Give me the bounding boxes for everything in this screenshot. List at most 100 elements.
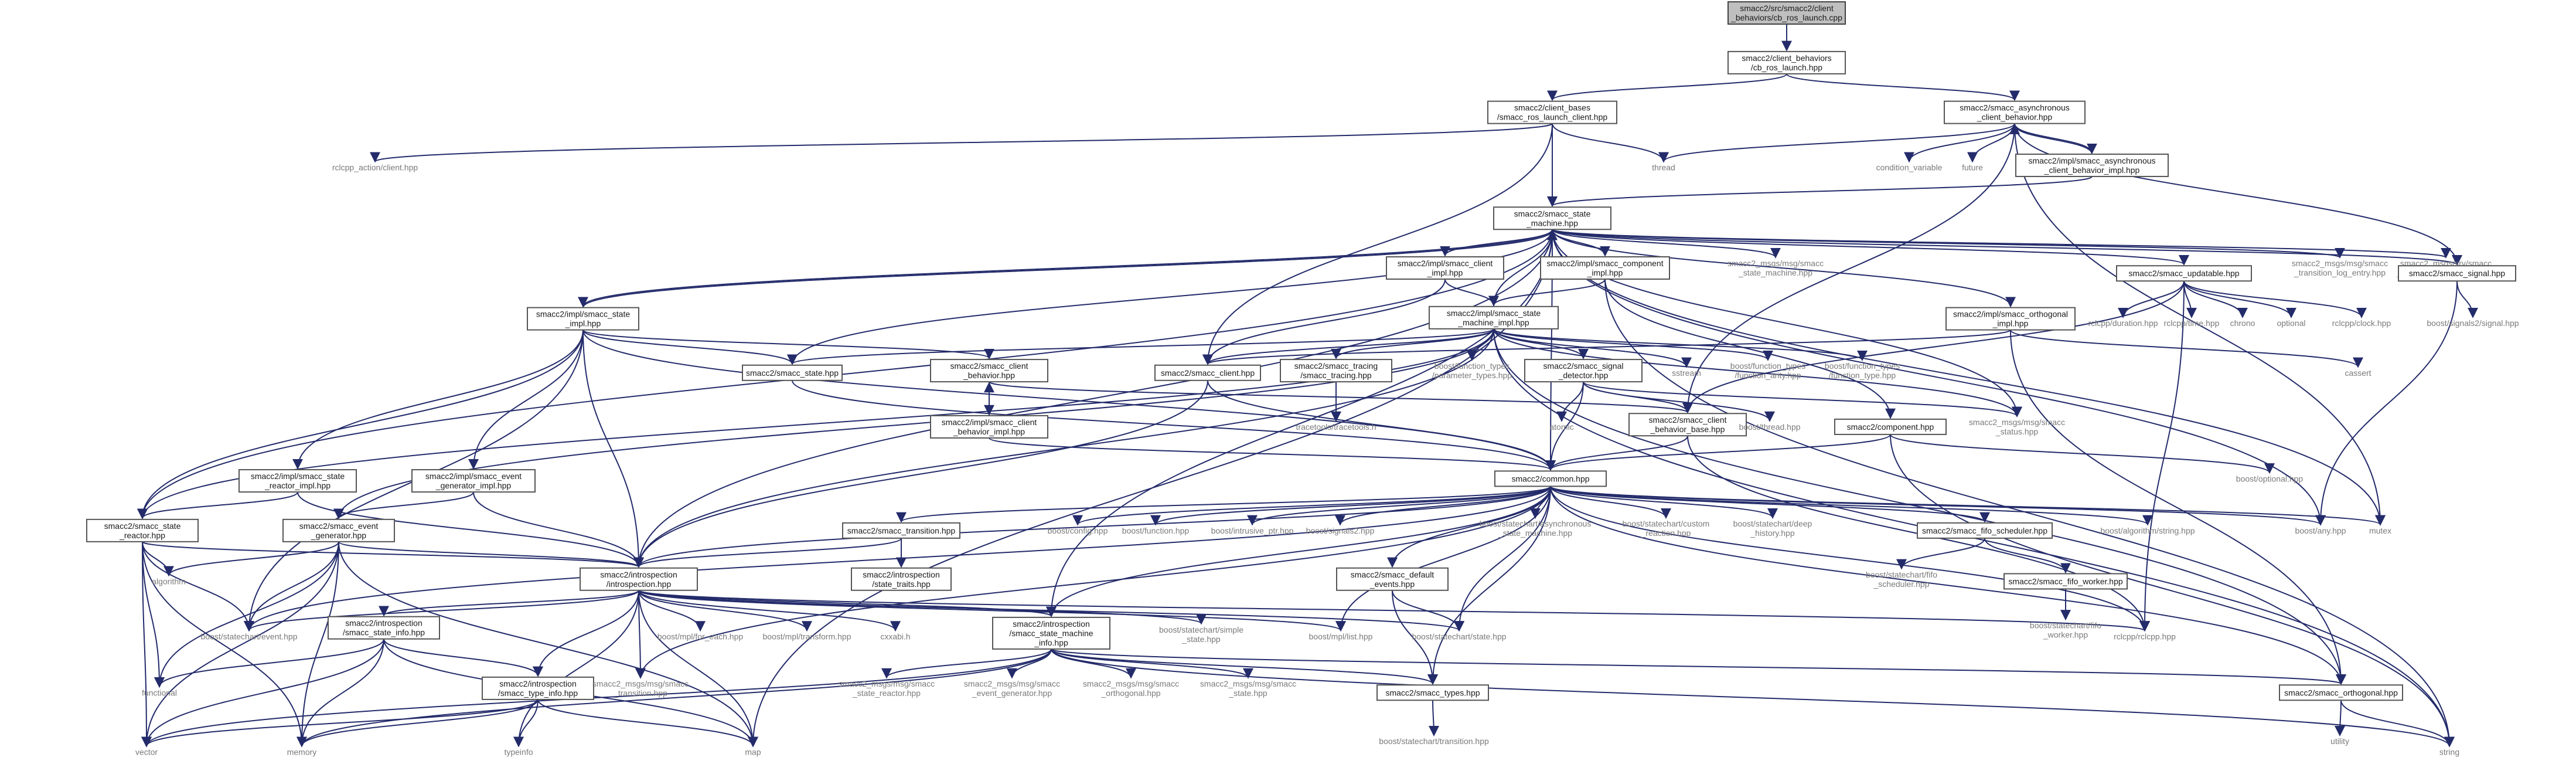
node-box[interactable] [1727, 50, 1846, 74]
node-box[interactable] [328, 616, 440, 640]
node-rclcpp-action-client: rclcpp_action/client.hpp [332, 163, 418, 172]
node-box[interactable] [411, 469, 536, 493]
node-smacc-signal[interactable]: smacc2/smacc_signal.hpp [2398, 265, 2516, 282]
node-box[interactable] [1280, 359, 1392, 383]
node-state-traits[interactable]: smacc2/introspection/state_traits.hpp [851, 567, 952, 591]
edge-smacc_signal_detector-to-msg_status [1583, 381, 2022, 417]
node-component[interactable]: smacc2/component.hpp [1834, 418, 1947, 435]
node-smacc-orthogonal[interactable]: smacc2/smacc_orthogonal.hpp [2279, 684, 2403, 701]
node-common[interactable]: smacc2/common.hpp [1494, 470, 1607, 487]
node-smacc-default-events[interactable]: smacc2/smacc_default_events.hpp [1336, 567, 1449, 591]
node-box[interactable] [86, 518, 199, 542]
node-box[interactable] [2015, 153, 2169, 177]
node-box[interactable] [527, 307, 639, 331]
node-smacc-state-reactor-impl[interactable]: smacc2/impl/smacc_state_reactor_impl.hpp [238, 469, 357, 493]
edge-smacc_state_machine-to-smacc_state_machine_info [1046, 229, 1553, 617]
node-smacc-state-machine-info[interactable]: smacc2/introspection/smacc_state_machine… [992, 616, 1110, 650]
node-box[interactable] [1945, 307, 2076, 331]
edge-smacc_state_impl-to-smacc_state_reactor [137, 330, 584, 519]
node-smacc-state-info[interactable]: smacc2/introspection/smacc_state_info.hp… [328, 616, 440, 640]
node-smacc-tracing[interactable]: smacc2/smacc_tracing/smacc_tracing.hpp [1280, 359, 1392, 383]
node-box[interactable] [1834, 418, 1947, 435]
edge-smacc_state_impl-to-smacc_client_behavior [582, 329, 994, 359]
node-label: boost/any.hpp [2295, 526, 2346, 535]
node-label-line: smacc2/impl/smacc_component [1546, 259, 1663, 268]
node-box[interactable] [482, 676, 594, 700]
node-box[interactable] [1727, 1, 1846, 25]
node-label: smacc2/smacc_fifo_scheduler.hpp [1922, 526, 2047, 535]
node-optional: optional [2277, 318, 2305, 328]
node-introspection[interactable]: smacc2/introspection/introspection.hpp [580, 567, 698, 591]
node-smacc-client-behavior[interactable]: smacc2/smacc_client_behavior.hpp [930, 359, 1048, 383]
edge-common-to-boost_function [1150, 485, 1551, 526]
node-label-line: rclcpp/duration.hpp [2088, 318, 2158, 328]
node-smacc-type-info[interactable]: smacc2/introspection/smacc_type_info.hpp [482, 676, 594, 700]
node-box[interactable] [1524, 359, 1643, 383]
node-smacc-ros-launch-client[interactable]: smacc2/client_bases/smacc_ros_launch_cli… [1487, 100, 1617, 124]
node-smacc-client-impl[interactable]: smacc2/impl/smacc_client_impl.hpp [1386, 256, 1504, 280]
node-box[interactable] [1540, 256, 1670, 280]
node-smacc-async-cb-impl[interactable]: smacc2/impl/smacc_asynchronous_client_be… [2015, 153, 2169, 177]
node-smacc-transition[interactable]: smacc2/smacc_transition.hpp [842, 522, 960, 539]
node-label-line: smacc2_msgs/msg/smacc [839, 679, 935, 688]
node-label-line: _impl.hpp [1427, 268, 1463, 277]
node-box[interactable] [2003, 573, 2128, 590]
node-box[interactable] [1386, 256, 1504, 280]
node-box[interactable] [742, 364, 843, 381]
node-smacc-event-generator-impl[interactable]: smacc2/impl/smacc_event_generator_impl.h… [411, 469, 536, 493]
node-label-line: smacc2/smacc_client [1648, 415, 1726, 425]
node-smacc-state-reactor[interactable]: smacc2/smacc_state_reactor.hpp [86, 518, 199, 542]
edge-smacc_signal_detector-to-common [1545, 382, 1584, 471]
node-label-line: _behaviors/cb_ros_launch.cpp [1730, 13, 1842, 22]
node-box[interactable] [930, 359, 1048, 383]
node-label-line: boost/function_types [1825, 361, 1900, 371]
node-box[interactable] [2116, 265, 2252, 282]
node-smacc-fifo-scheduler[interactable]: smacc2/smacc_fifo_scheduler.hpp [1917, 522, 2053, 539]
node-smacc-orthogonal-impl[interactable]: smacc2/impl/smacc_orthogonal_impl.hpp [1945, 307, 2076, 331]
node-smacc-signal-detector[interactable]: smacc2/smacc_signal_detector.hpp [1524, 359, 1643, 383]
node-smacc-fifo-worker[interactable]: smacc2/smacc_fifo_worker.hpp [2003, 573, 2128, 590]
node-label-line: optional [2277, 318, 2305, 328]
node-box[interactable] [2398, 265, 2516, 282]
node-box[interactable] [1336, 567, 1449, 591]
node-box[interactable] [1628, 413, 1747, 437]
node-box[interactable] [1376, 684, 1489, 701]
node-smacc-client-behavior-base[interactable]: smacc2/smacc_client_behavior_base.hpp [1628, 413, 1747, 437]
node-box[interactable] [1494, 470, 1607, 487]
node-smacc-updatable[interactable]: smacc2/smacc_updatable.hpp [2116, 265, 2252, 282]
node-smacc-async-cb[interactable]: smacc2/smacc_asynchronous_client_behavio… [1944, 100, 2086, 124]
node-smacc-types[interactable]: smacc2/smacc_types.hpp [1376, 684, 1489, 701]
node-box[interactable] [580, 567, 698, 591]
node-box[interactable] [992, 616, 1110, 650]
node-cxxabi: cxxabi.h [880, 631, 910, 641]
node-smacc-event-generator[interactable]: smacc2/smacc_event_generator.hpp [282, 518, 395, 542]
node-smacc-component-impl[interactable]: smacc2/impl/smacc_component_impl.hpp [1540, 256, 1670, 280]
node-smacc-client-behavior-impl[interactable]: smacc2/impl/smacc_client_behavior_impl.h… [930, 415, 1048, 439]
node-label: optional [2277, 318, 2305, 328]
node-smacc-state-impl[interactable]: smacc2/impl/smacc_state_impl.hpp [527, 307, 639, 331]
node-smacc-state-machine[interactable]: smacc2/smacc_state_machine.hpp [1493, 206, 1611, 230]
node-smacc-state-machine-impl[interactable]: smacc2/impl/smacc_state_machine_impl.hpp [1429, 305, 1559, 330]
node-label: memory [287, 748, 317, 757]
node-box[interactable] [238, 469, 357, 493]
edge-smacc_client_behavior-to-smacc_client_behavior_base [989, 381, 1693, 414]
node-label-line: boost/statechart/custom [1623, 519, 1710, 528]
node-box[interactable] [842, 522, 960, 539]
node-box[interactable] [2279, 684, 2403, 701]
node-box[interactable] [930, 415, 1048, 439]
node-label: smacc2/introspection/state_traits.hpp [863, 570, 940, 589]
node-box[interactable] [1429, 305, 1559, 330]
node-box[interactable] [851, 567, 952, 591]
node-box[interactable] [1493, 206, 1611, 230]
node-box[interactable] [1487, 100, 1617, 124]
node-box[interactable] [1917, 522, 2053, 539]
node-cb-ros-launch[interactable]: smacc2/client_behaviors/cb_ros_launch.hp… [1727, 50, 1846, 74]
node-smacc-client[interactable]: smacc2/smacc_client.hpp [1154, 364, 1261, 381]
node-smacc-state[interactable]: smacc2/smacc_state.hpp [742, 364, 843, 381]
node-label: boost/statechart/transition.hpp [1379, 736, 1489, 746]
node-box[interactable] [282, 518, 395, 542]
node-label-line: _impl.hpp [565, 319, 601, 328]
node-root[interactable]: smacc2/src/smacc2/client_behaviors/cb_ro… [1727, 1, 1846, 25]
node-box[interactable] [1154, 364, 1261, 381]
node-box[interactable] [1944, 100, 2086, 124]
